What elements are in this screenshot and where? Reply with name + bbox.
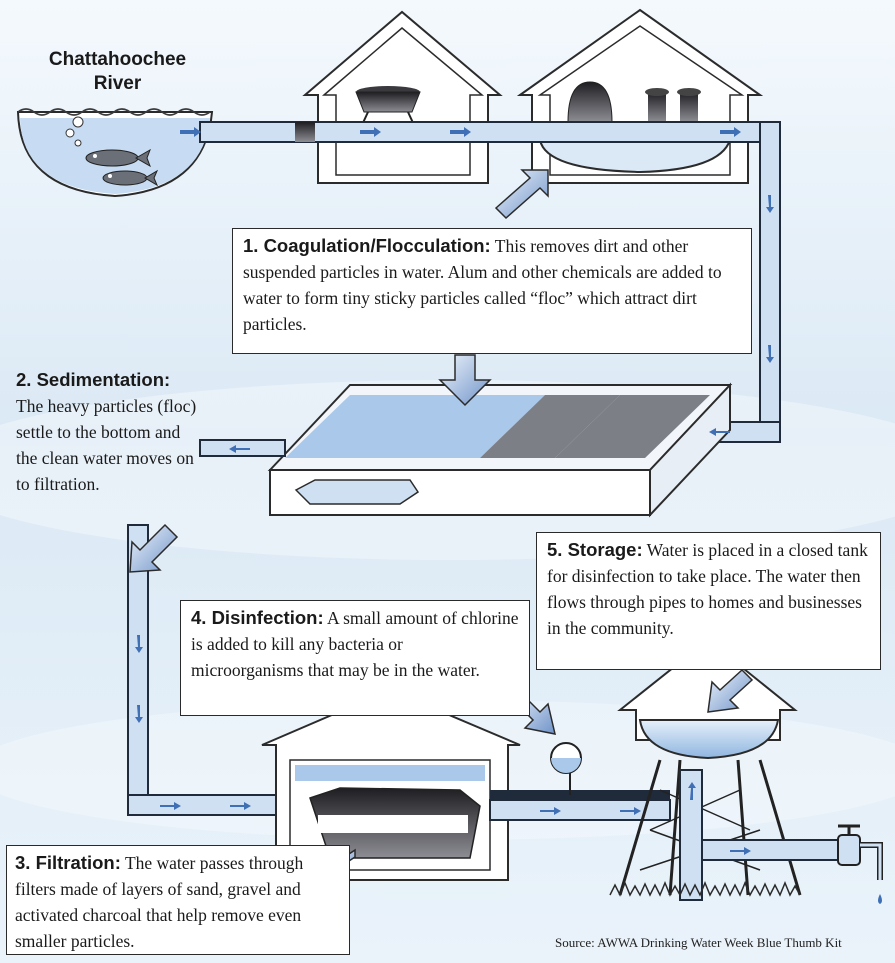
step-storage-box: 5. Storage: Water is placed in a closed … [536, 532, 881, 670]
step-title: 4. Disinfection: [191, 607, 324, 628]
river-label-line2: River [93, 73, 142, 94]
flow-arrows [135, 127, 774, 855]
fish-icon [102, 169, 159, 187]
filtration-house [261, 688, 521, 881]
disinfection-pipe [489, 742, 671, 821]
step-title: 3. Filtration: [15, 852, 121, 873]
step-title: 2. Sedimentation: [16, 369, 171, 390]
sedimentation-basin [267, 382, 733, 518]
pointer-arrow-storage [707, 668, 754, 713]
step-text: A small amount of chlorine is added to k… [191, 608, 519, 680]
pointer-arrow-sedimentation [438, 354, 492, 407]
step-sedimentation-box: 2. Sedimentation: The heavy particles (f… [10, 365, 210, 525]
step-text: The heavy particles (floc) settle to the… [16, 396, 197, 494]
step-text: Water is placed in a closed tank for dis… [547, 540, 868, 638]
pointer-arrow-coagulation [494, 169, 549, 220]
step-title: 5. Storage: [547, 539, 643, 560]
faucet-icon [837, 824, 883, 904]
source-credit: Source: AWWA Drinking Water Week Blue Th… [555, 935, 842, 950]
step-filtration-box: 3. Filtration: The water passes through … [6, 845, 350, 955]
river-basin [16, 108, 214, 198]
step-title: 1. Coagulation/Flocculation: [243, 235, 491, 256]
river-label-line1: Chattahoochee [48, 49, 187, 70]
fish-icon [85, 148, 151, 168]
step-coagulation-box: 1. Coagulation/Flocculation: This remove… [232, 228, 752, 354]
step-text: This removes dirt and other suspended pa… [243, 236, 722, 334]
step-disinfection-box: 4. Disinfection: A small amount of chlor… [180, 600, 530, 716]
step-text: The water passes through filters made of… [15, 853, 304, 951]
pointer-arrow-filtration-top [129, 523, 179, 573]
river-label: Chattahoochee River [30, 48, 205, 96]
